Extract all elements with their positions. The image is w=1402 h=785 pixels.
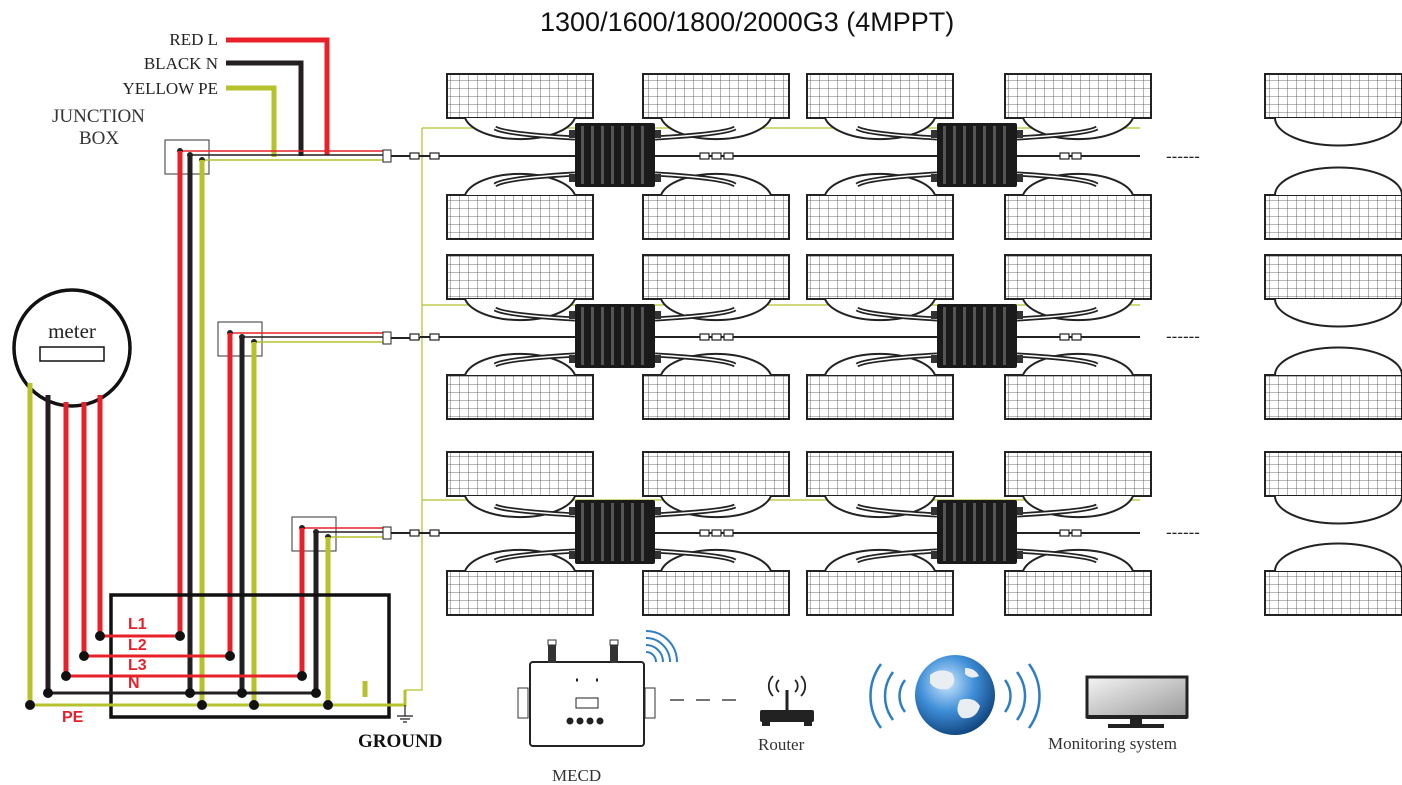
mecd-device (517, 630, 678, 747)
solar-panel (1004, 73, 1152, 141)
solar-panel (1004, 254, 1152, 322)
mecd-label: MECD (552, 766, 601, 785)
solar-panel (446, 73, 594, 141)
solar-panel (1004, 451, 1152, 519)
junction-box-label: JUNCTION (52, 106, 145, 127)
legend-red-l: RED L (169, 30, 218, 49)
bus-nodes (25, 631, 333, 710)
solar-panel (642, 451, 790, 519)
wifi-icon (645, 630, 678, 663)
meter: meter (12, 288, 132, 408)
junction-box-3 (291, 516, 420, 552)
feeder-wires (177, 151, 331, 705)
junction-box-1 (164, 139, 420, 175)
micro-inverter (855, 123, 1099, 188)
micro-inverter (493, 500, 737, 564)
solar-panel (446, 172, 594, 240)
diagram-title: 1300/1600/1800/2000G3 (4MPPT) (540, 7, 954, 37)
solar-panel-partial (1264, 451, 1402, 525)
wire-legend: RED L BLACK N YELLOW PE JUNCTION BOX (52, 30, 330, 157)
solar-panel (642, 172, 790, 240)
solar-panel (642, 548, 790, 616)
solar-panel (446, 254, 594, 322)
solar-panel (806, 172, 954, 240)
solar-panel (446, 352, 594, 420)
solar-panel-partial (1264, 254, 1402, 328)
micro-inverter (855, 500, 1099, 564)
phase-label-l2: L2 (128, 637, 147, 654)
meter-wires (27, 383, 103, 705)
continuation-mark-row-3: ------ (1166, 523, 1200, 542)
ground-symbol (362, 681, 413, 723)
solar-panel (1004, 352, 1152, 420)
bus-bars (30, 634, 407, 707)
continuation-mark-row-2: ------ (1166, 327, 1200, 346)
phase-label-l3: L3 (128, 657, 147, 674)
solar-panel (642, 352, 790, 420)
phase-label-pe: PE (62, 709, 84, 726)
solar-panel (806, 254, 954, 322)
solar-panel-partial (1264, 73, 1402, 147)
solar-panel (446, 548, 594, 616)
solar-panel-partial (1264, 346, 1402, 420)
solar-panel (806, 548, 954, 616)
solar-panel (642, 254, 790, 322)
pe-bus (405, 127, 1140, 691)
junction-box-2 (217, 321, 420, 357)
monitor-icon (1085, 675, 1189, 728)
solar-panel-partial (1264, 542, 1402, 616)
router-icon (760, 675, 814, 726)
phase-label-n: N (128, 675, 140, 692)
meter-label: meter (48, 319, 96, 343)
solar-panel-partial (1264, 166, 1402, 240)
micro-inverter (493, 123, 737, 188)
solar-panel (642, 73, 790, 141)
monitoring-system-label: Monitoring system (1048, 734, 1177, 753)
micro-inverter (493, 304, 737, 368)
junction-box-label-2: BOX (79, 128, 119, 149)
ground-label: GROUND (358, 731, 442, 752)
phase-label-l1: L1 (128, 616, 147, 633)
micro-inverter (855, 304, 1099, 368)
solar-array (409, 73, 1402, 616)
solar-panel (806, 73, 954, 141)
router-label: Router (758, 735, 805, 754)
legend-yellow-pe: YELLOW PE (122, 79, 218, 98)
solar-panel (1004, 548, 1152, 616)
globe-icon (869, 655, 1041, 735)
solar-panel (446, 451, 594, 519)
legend-black-n: BLACK N (144, 54, 218, 73)
solar-panel (806, 352, 954, 420)
continuation-mark-row-1: ------ (1166, 147, 1200, 166)
solar-panel (1004, 172, 1152, 240)
